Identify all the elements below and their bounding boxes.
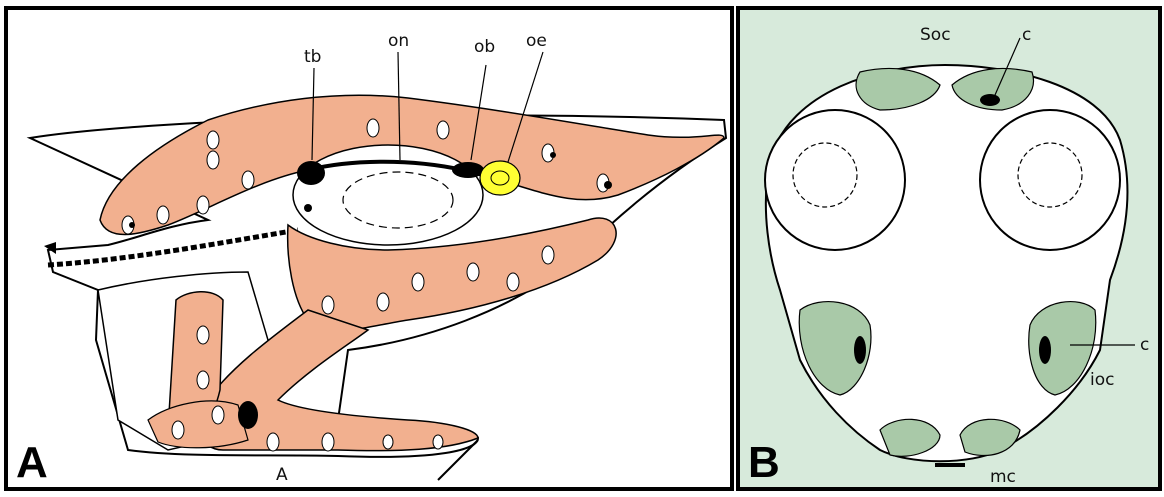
ioc-left-spot — [854, 336, 866, 364]
label-soc: Soc — [920, 25, 951, 45]
mc-right — [960, 419, 1020, 455]
label-c-right: c — [1140, 335, 1149, 355]
panel-a: tb on ob oe A A — [4, 6, 734, 491]
label-bottom-a: A — [276, 465, 288, 485]
label-on: on — [388, 31, 409, 51]
eye-right — [980, 110, 1120, 250]
olfactory-epithelium — [480, 161, 520, 195]
panel-a-drawing: tb on ob oe A — [8, 10, 730, 487]
label-tb: tb — [304, 47, 321, 67]
label-ioc: ioc — [1090, 370, 1114, 390]
label-ob: ob — [474, 37, 495, 57]
ioc-right — [1029, 302, 1096, 395]
ob-blob — [452, 162, 484, 178]
label-mc: mc — [990, 467, 1016, 487]
snout-tip — [44, 242, 56, 254]
soc-spot — [980, 94, 1000, 106]
panel-b-letter: B — [748, 441, 780, 485]
tb-blob — [297, 161, 325, 185]
label-oe: oe — [526, 31, 547, 51]
panel-b-drawing: Soc c c ioc mc — [740, 10, 1158, 487]
eye-left — [765, 110, 905, 250]
ioc-right-spot — [1039, 336, 1051, 364]
panel-b: Soc c c ioc mc B — [736, 6, 1162, 491]
panel-a-letter: A — [16, 441, 48, 485]
label-c-top: c — [1022, 25, 1031, 45]
